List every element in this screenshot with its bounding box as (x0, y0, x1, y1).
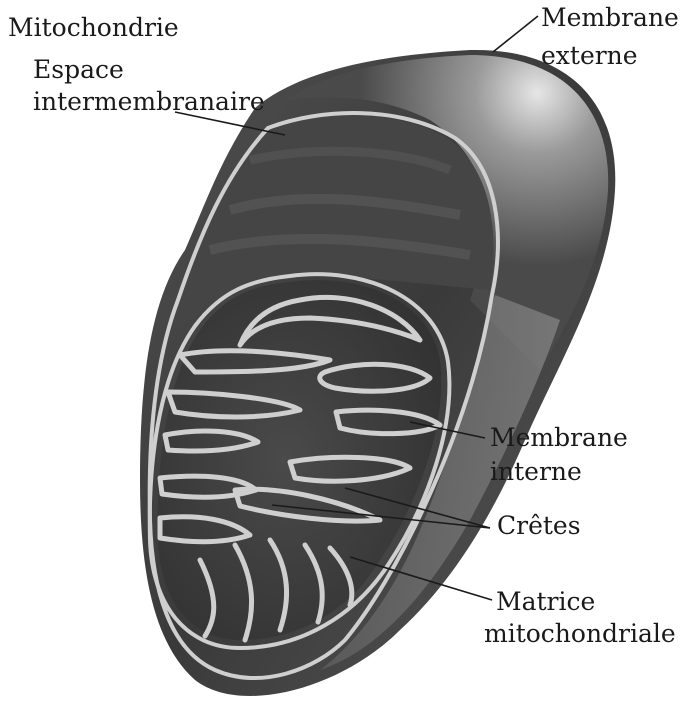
label-outer-membrane: Membrane externe (541, 3, 687, 70)
label-intermembrane-line1: Espace (33, 55, 124, 84)
label-matrix: Matrice mitochondriale (484, 587, 676, 648)
label-matrix-line2: mitochondriale (484, 619, 676, 648)
leader-outer-membrane (493, 16, 538, 52)
label-intermembrane-space: Espace intermembranaire (33, 55, 265, 116)
label-inner-membrane-line1: Membrane (490, 423, 628, 452)
label-cristae: Crêtes (497, 511, 581, 540)
label-outer-membrane-line2: externe (541, 41, 638, 70)
diagram-title: Mitochondrie (8, 13, 179, 42)
label-outer-membrane-line1: Membrane (541, 3, 679, 32)
label-inner-membrane-line2: interne (490, 457, 582, 486)
label-matrix-line1: Matrice (496, 587, 595, 616)
label-intermembrane-line2: intermembranaire (33, 87, 265, 116)
